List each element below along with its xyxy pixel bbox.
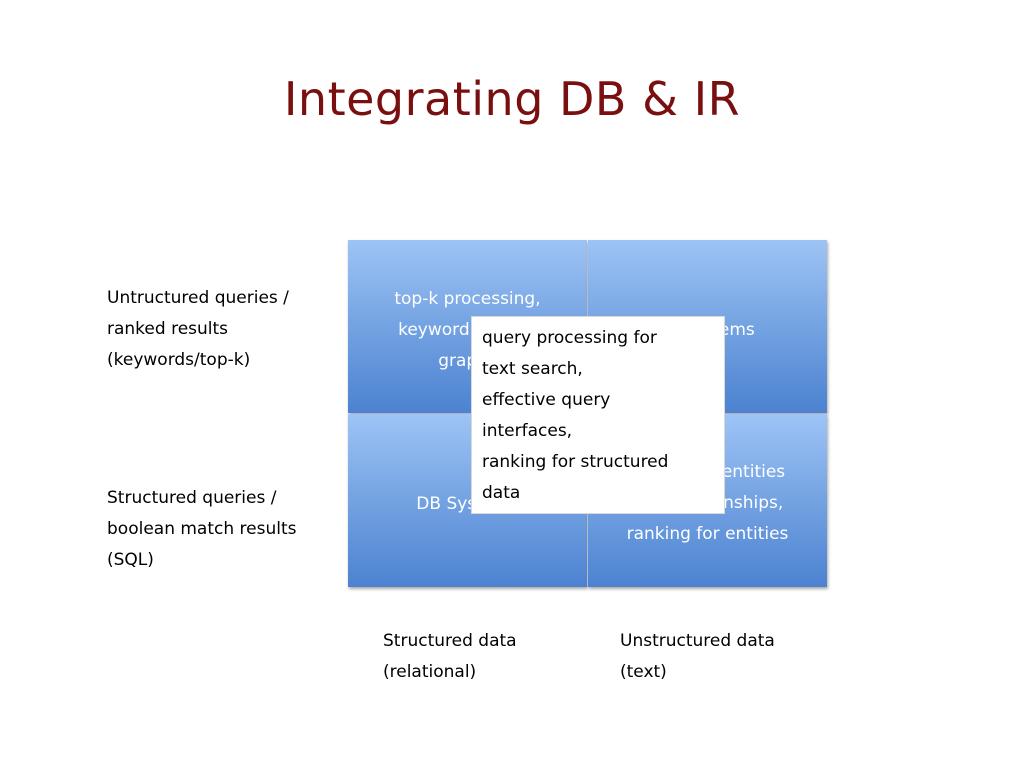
overlay-callout-box: query processing for text search, effect… bbox=[472, 317, 724, 513]
row-label-structured-queries: Structured queries / boolean match resul… bbox=[107, 488, 297, 570]
column-label-unstructured-data: Unstructured data (text) bbox=[620, 631, 775, 682]
column-label-structured-data: Structured data (relational) bbox=[383, 631, 517, 682]
row-label-unstructured-queries: Untructured queries / ranked results (ke… bbox=[107, 288, 289, 370]
slide-title: Integrating DB & IR bbox=[283, 72, 741, 126]
